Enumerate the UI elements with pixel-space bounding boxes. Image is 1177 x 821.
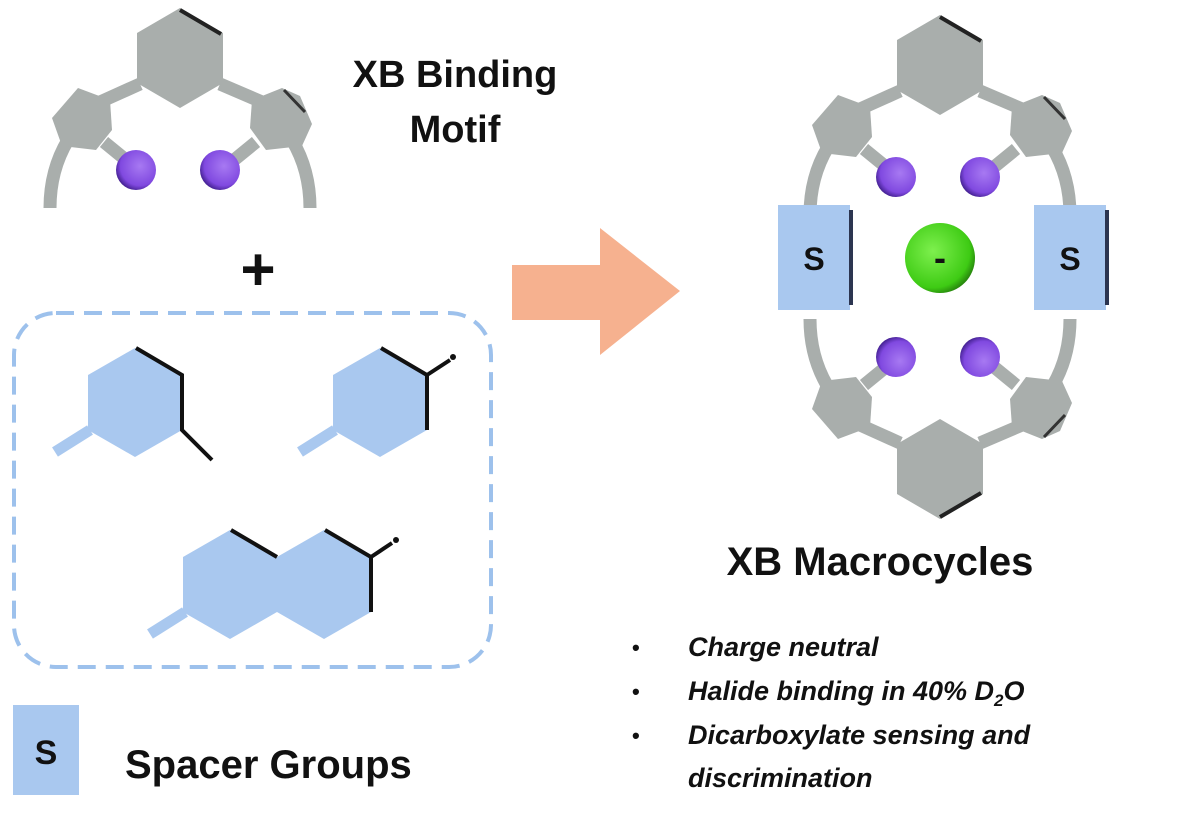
bullet-dicarboxylate-cont: discrimination — [688, 763, 873, 793]
spacer-groups-box — [12, 311, 493, 669]
bullet-charge-neutral: Charge neutral — [688, 632, 879, 662]
left-spacer-block — [778, 205, 850, 310]
plus-sign: + — [240, 236, 275, 303]
bullet-halide-binding: Halide binding in 40% D2O — [688, 676, 1025, 710]
bullet-marker: • — [632, 679, 640, 704]
motif-title-line2: Motif — [410, 109, 501, 151]
spacer-groups-label: Spacer Groups — [125, 743, 412, 787]
meta-phenylene-spacer — [52, 346, 214, 462]
macrocycles-title: XB Macrocycles — [727, 540, 1034, 584]
bullet-marker: • — [632, 723, 640, 748]
macrocycle-bottom-motif — [810, 319, 1072, 519]
bullet-marker: • — [632, 635, 640, 660]
right-spacer-letter: S — [1059, 241, 1080, 277]
xb-binding-motif — [50, 8, 312, 208]
spacer-legend-box — [13, 705, 79, 795]
anion-sphere — [905, 223, 975, 293]
properties-list: • Charge neutral • Halide binding in 40%… — [632, 632, 1031, 793]
right-spacer-block — [1034, 205, 1106, 310]
anion-charge: - — [934, 237, 946, 278]
motif-title-line1: XB Binding — [353, 54, 558, 96]
macrocycle-top-motif — [810, 15, 1072, 215]
spacer-legend-letter: S — [35, 734, 58, 772]
para-phenylene-spacer — [297, 346, 456, 457]
left-spacer-letter: S — [803, 241, 824, 277]
naphthalene-spacer — [147, 528, 399, 639]
xb-macrocycle: S S - — [778, 15, 1109, 519]
bullet-dicarboxylate: Dicarboxylate sensing and — [688, 720, 1031, 750]
reaction-arrow — [512, 228, 680, 355]
